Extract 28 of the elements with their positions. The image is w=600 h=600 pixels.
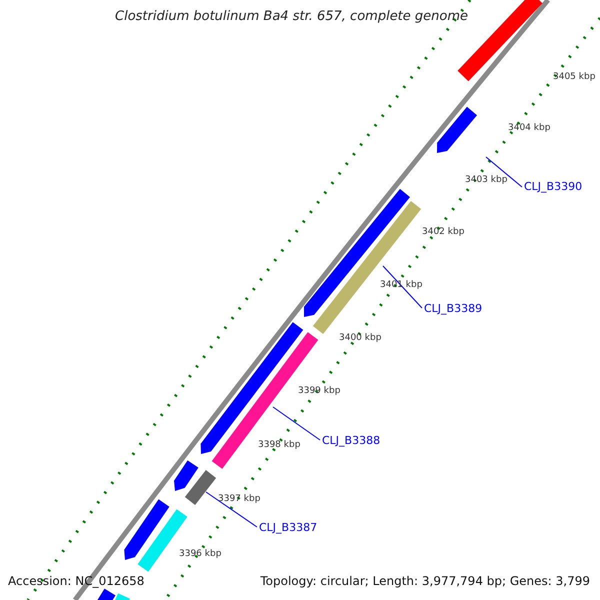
leader-line	[382, 266, 422, 308]
gene-label: CLJ_B3389	[424, 302, 482, 315]
tick-label: 3404 kbp	[508, 123, 550, 133]
gene-label: CLJ_B3387	[259, 521, 318, 534]
gene-bar	[212, 332, 318, 469]
gene-bar	[312, 201, 422, 334]
footer-text: Topology: circular; Length: 3,977,794 bp; Genes: 3,799	[260, 574, 590, 588]
leader-line	[272, 406, 320, 440]
gene-feature	[124, 499, 170, 560]
map-title: Clostridium botulinum Ba4 str. 657, complete genome	[115, 9, 468, 24]
tick-label: 3398 kbp	[258, 440, 300, 450]
tick-label: 3402 kbp	[422, 227, 464, 237]
gene-bar	[184, 470, 216, 505]
gene-bar	[96, 588, 116, 600]
tick-label: 3403 kbp	[465, 175, 508, 185]
footer-text: Accession: NC_012658	[8, 574, 144, 588]
tick-label: 3405 kbp	[553, 72, 596, 82]
gene-label: CLJ_B3388	[322, 434, 380, 447]
tick-label: 3397 kbp	[218, 494, 260, 504]
gene-feature	[174, 460, 198, 491]
tick-label: 3400 kbp	[339, 333, 382, 343]
gene-bar	[114, 593, 130, 600]
tick-label: 3396 kbp	[179, 549, 222, 559]
leader-line	[206, 492, 258, 528]
gene-label: CLJ_B3390	[524, 180, 582, 193]
gene-feature	[437, 106, 477, 153]
tick-label: 3399 kbp	[298, 386, 340, 396]
leader-line	[486, 156, 522, 188]
